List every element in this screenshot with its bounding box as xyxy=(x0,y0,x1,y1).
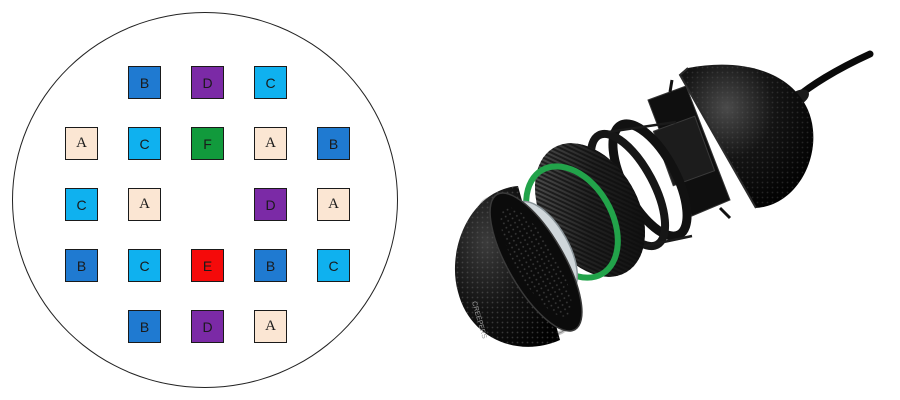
die-chip: A xyxy=(254,310,287,343)
die-chip: C xyxy=(254,66,287,99)
die-chip: B xyxy=(128,310,161,343)
die-chip: D xyxy=(254,188,287,221)
front-bowl: CREEPERS xyxy=(454,186,583,347)
die-chip: B xyxy=(128,66,161,99)
die-chip: B xyxy=(254,249,287,282)
die-chip: A xyxy=(65,127,98,160)
die-chip: F xyxy=(191,127,224,160)
die-chip: A xyxy=(128,188,161,221)
die-chip: C xyxy=(65,188,98,221)
die-chip: C xyxy=(128,249,161,282)
die-chip: D xyxy=(191,66,224,99)
die-chip: D xyxy=(191,310,224,343)
die-chip: C xyxy=(317,249,350,282)
exploded-lamp-illustration: CREEPERS xyxy=(454,50,874,347)
die-chip: A xyxy=(254,127,287,160)
die-chip: B xyxy=(65,249,98,282)
die-chip: E xyxy=(191,249,224,282)
die-chip: B xyxy=(317,127,350,160)
die-chip: A xyxy=(317,188,350,221)
die-chip: C xyxy=(128,127,161,160)
